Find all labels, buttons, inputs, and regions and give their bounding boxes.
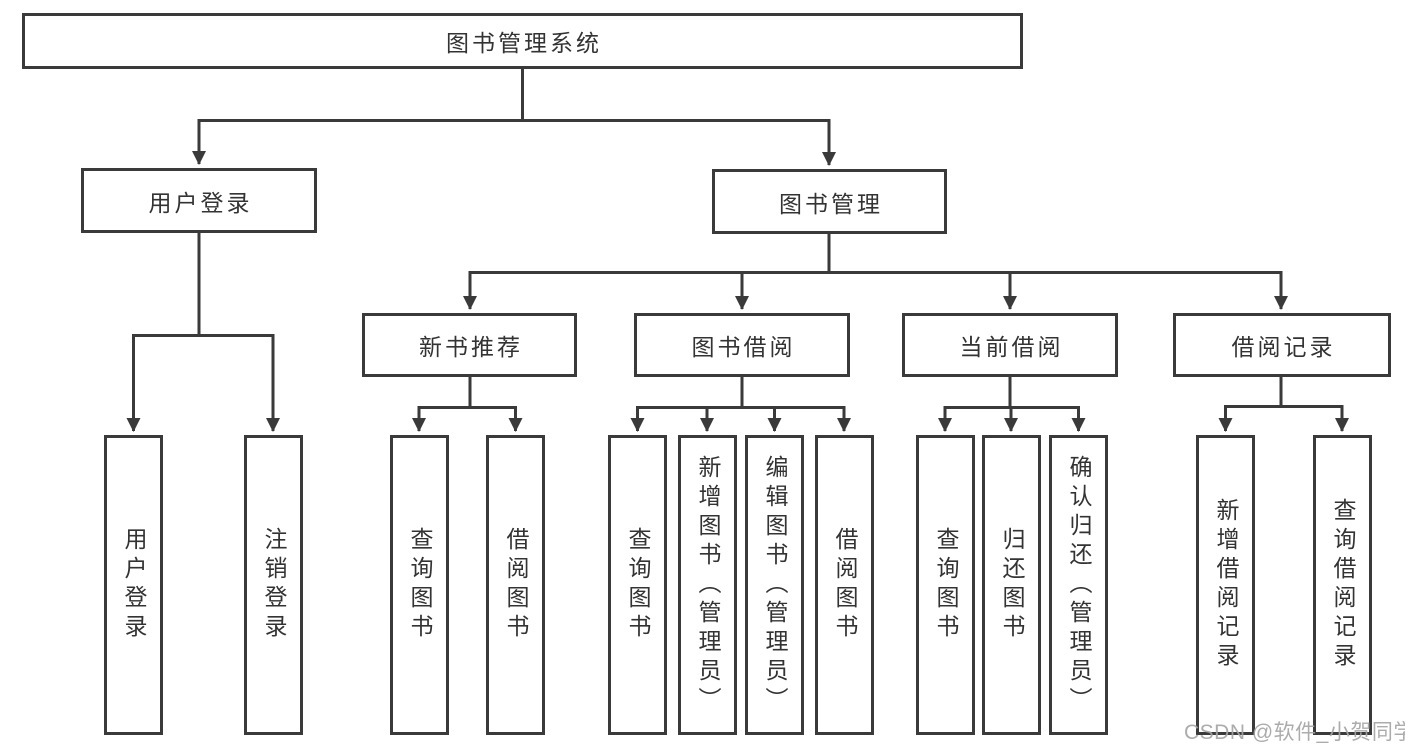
node-book-management-label: 图书管理 (779, 190, 883, 217)
node-user-login: 用户登录 (81, 168, 317, 233)
leaf-bb-borrow-books: 借阅图书 (815, 435, 874, 735)
leaf-nr-query-books-label: 查询图书 (407, 527, 433, 643)
csdn-watermark: CSDN @软件_小贺同学 (1184, 721, 1405, 744)
rail-root-to-level1 (197, 69, 831, 122)
leaf-user-login-label: 用户登录 (121, 527, 147, 643)
leaf-user-login: 用户登录 (104, 435, 163, 735)
leaf-bb-edit-books-admin: 编辑图书（管理员） (745, 435, 804, 735)
rail-user-login-subtree (132, 233, 275, 337)
rail-current-borrow-subtree (943, 377, 1080, 409)
leaf-cb-return-books-label: 归还图书 (999, 527, 1025, 643)
leaf-bb-add-books-admin: 新增图书（管理员） (678, 435, 737, 735)
leaf-cb-query-books-label: 查询图书 (933, 527, 959, 643)
leaf-nr-query-books: 查询图书 (390, 435, 449, 735)
node-book-borrow-label: 图书借阅 (691, 334, 796, 360)
leaf-bb-borrow-books-label: 借阅图书 (832, 527, 858, 643)
leaf-bb-query-books-label: 查询图书 (625, 527, 651, 643)
leaf-nr-borrow-books-label: 借阅图书 (503, 527, 529, 643)
node-new-book-recommend: 新书推荐 (362, 313, 577, 377)
node-root: 图书管理系统 (22, 13, 1023, 69)
leaf-cb-return-books: 归还图书 (982, 435, 1041, 735)
node-user-login-label: 用户登录 (148, 189, 253, 216)
leaf-cb-confirm-return-admin: 确认归还（管理员） (1049, 435, 1108, 735)
node-current-borrow-label: 当前借阅 (959, 334, 1064, 360)
rail-book-management-to-level2 (468, 234, 1283, 274)
leaf-cb-query-books: 查询图书 (916, 435, 975, 735)
node-current-borrow: 当前借阅 (902, 313, 1118, 377)
leaf-bb-edit-books-admin-label: 编辑图书（管理员） (762, 454, 788, 716)
node-borrow-records-label: 借阅记录 (1231, 334, 1336, 360)
leaf-logout-label: 注销登录 (261, 527, 287, 643)
node-root-label: 图书管理系统 (446, 30, 602, 56)
leaf-br-add-record: 新增借阅记录 (1196, 435, 1255, 735)
leaf-bb-query-books: 查询图书 (608, 435, 667, 735)
arrowheads (126, 120, 1349, 432)
node-book-borrow: 图书借阅 (634, 313, 850, 377)
node-new-book-recommend-label: 新书推荐 (419, 334, 523, 360)
leaf-bb-add-books-admin-label: 新增图书（管理员） (695, 454, 721, 716)
node-borrow-records: 借阅记录 (1173, 313, 1391, 377)
node-book-management: 图书管理 (712, 169, 947, 234)
rail-book-borrow-subtree (636, 377, 846, 409)
rail-borrow-records-subtree (1224, 377, 1344, 408)
leaf-cb-confirm-return-admin-label: 确认归还（管理员） (1066, 454, 1092, 716)
leaf-br-add-record-label: 新增借阅记录 (1213, 498, 1239, 672)
leaf-br-query-record-label: 查询借阅记录 (1330, 498, 1356, 672)
rail-new-book-subtree (417, 377, 517, 409)
leaf-nr-borrow-books: 借阅图书 (486, 435, 545, 735)
leaf-logout: 注销登录 (244, 435, 303, 735)
leaf-br-query-record: 查询借阅记录 (1313, 435, 1372, 735)
